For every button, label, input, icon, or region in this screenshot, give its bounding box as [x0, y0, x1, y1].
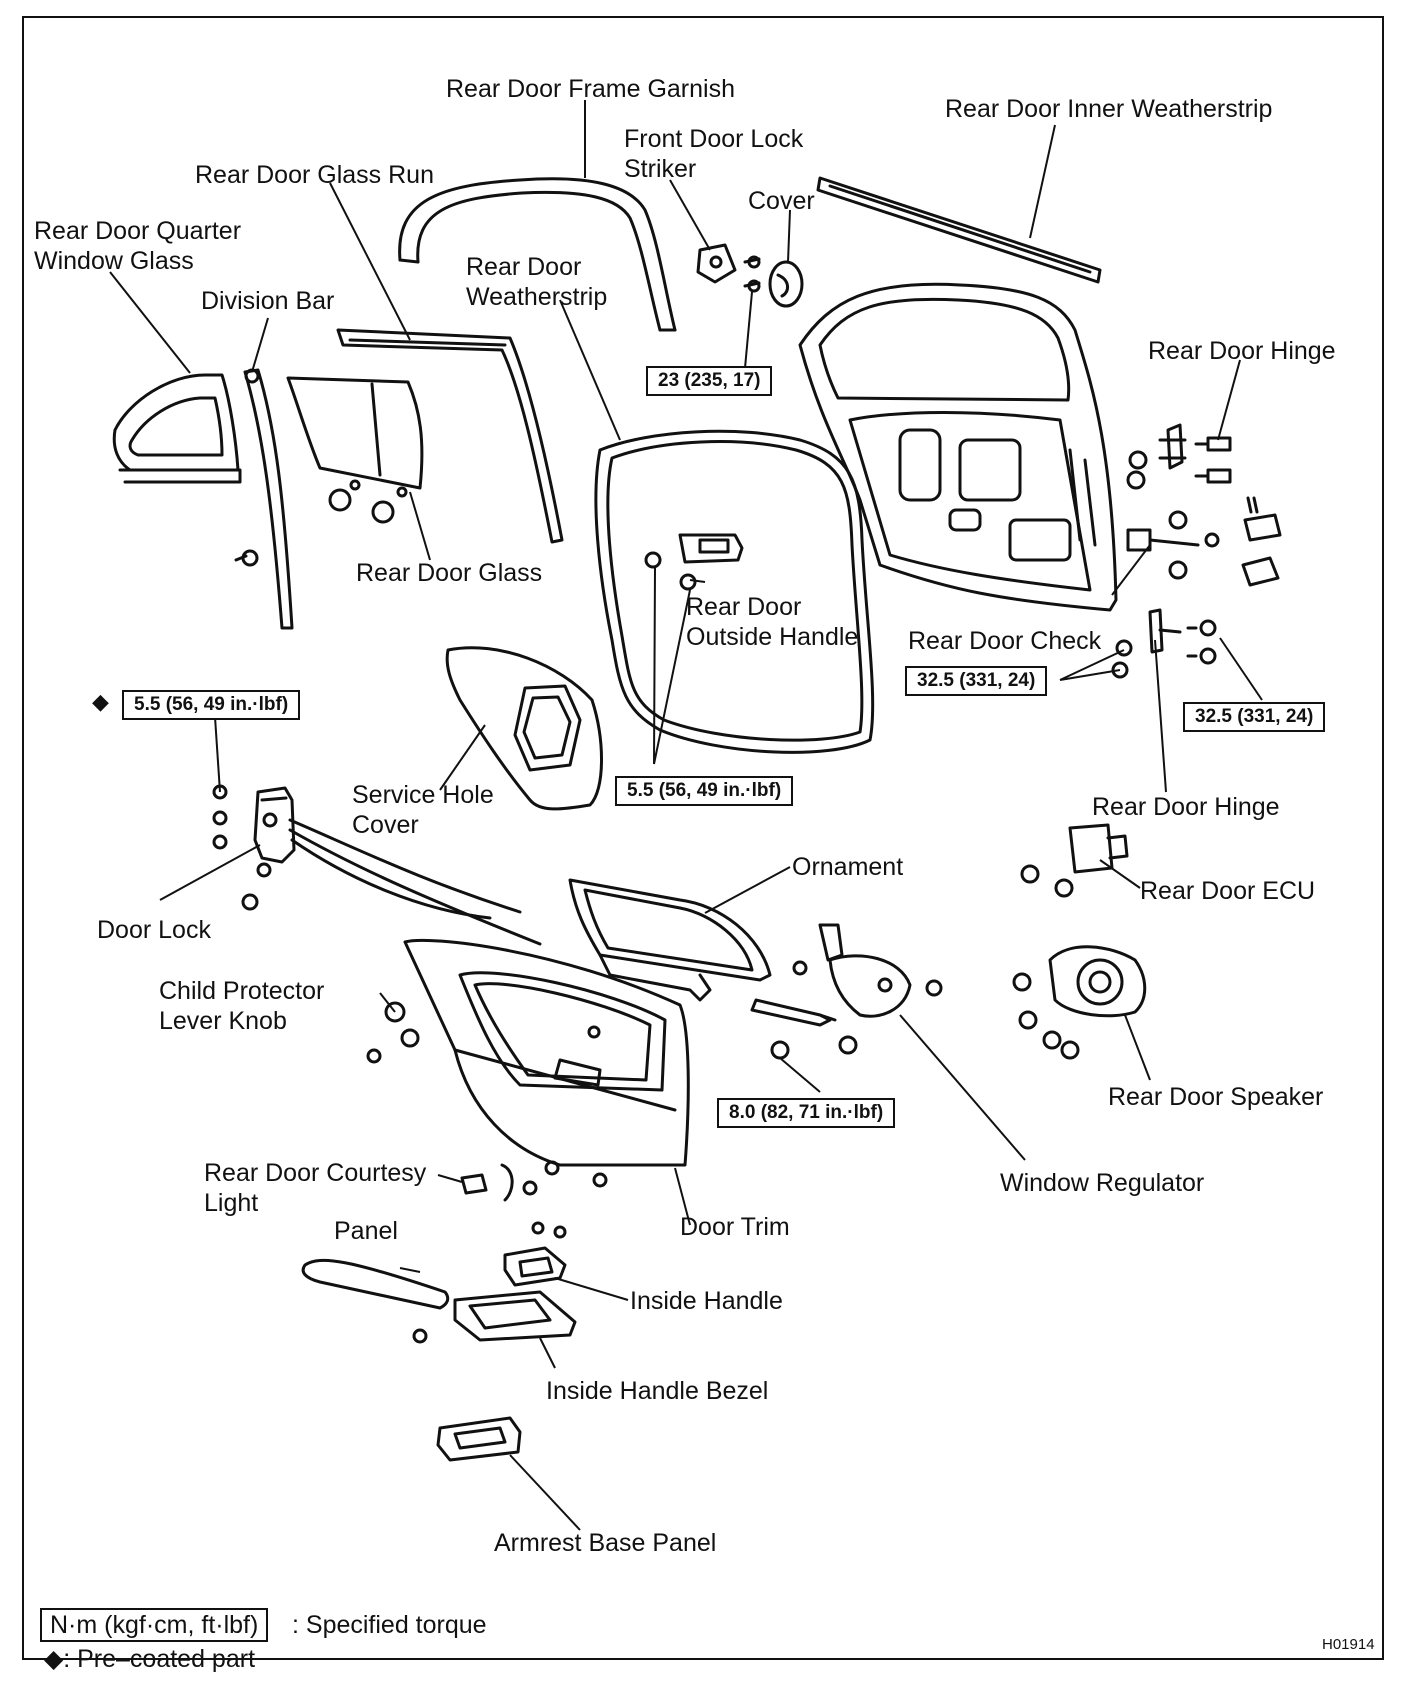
precoated-mark: ◆ — [92, 689, 109, 714]
label-door-lock: Door Lock — [97, 916, 211, 944]
torque-striker: 23 (235, 17) — [646, 366, 773, 396]
diagram-frame — [22, 16, 1384, 1660]
torque-door-lock: 5.5 (56, 49 in.·lbf) — [122, 690, 301, 720]
label-child-protector-line2: Lever Knob — [159, 1007, 287, 1035]
label-door-trim: Door Trim — [680, 1213, 790, 1241]
quarter-glass-part — [112, 373, 242, 484]
label-inside-handle-bezel: Inside Handle Bezel — [546, 1377, 769, 1405]
upper-hinge-part — [1126, 423, 1232, 490]
label-window-regulator: Window Regulator — [1000, 1169, 1205, 1197]
inside-handle-part — [503, 1221, 567, 1287]
label-frame-garnish: Rear Door Frame Garnish — [446, 75, 735, 103]
label-hinge-lower: Rear Door Hinge — [1092, 793, 1280, 821]
label-ecu: Rear Door ECU — [1140, 877, 1316, 905]
inside-handle-bezel-part — [412, 1290, 577, 1344]
torque-regulator: 8.0 (82, 71 in.·lbf) — [717, 1098, 896, 1128]
label-child-protector-line1: Child Protector — [159, 977, 325, 1005]
glass-run-part — [336, 328, 564, 544]
label-quarter-glass-line2: Window Glass — [34, 247, 194, 275]
figure-id: H01914 — [1322, 1636, 1375, 1653]
label-ornament: Ornament — [792, 853, 904, 881]
label-division-bar: Division Bar — [201, 287, 335, 315]
rear-door-shell-part — [798, 282, 1118, 612]
label-hinge-upper: Rear Door Hinge — [1148, 337, 1336, 365]
ornament-part — [568, 878, 772, 1002]
label-service-hole-line2: Cover — [352, 811, 419, 839]
frame-garnish-part — [398, 177, 677, 332]
panel-part — [301, 1258, 450, 1310]
label-speaker: Rear Door Speaker — [1108, 1083, 1324, 1111]
label-outside-handle-line2: Outside Handle — [686, 623, 859, 651]
legend-torque-text: : Specified torque — [292, 1611, 487, 1639]
weatherstrip-part — [594, 429, 875, 754]
child-protector-part — [366, 1001, 420, 1064]
door-trim-part — [403, 938, 690, 1167]
window-regulator-part — [750, 923, 943, 1060]
label-cover: Cover — [748, 187, 815, 215]
label-door-check: Rear Door Check — [908, 627, 1102, 655]
torque-check: 32.5 (331, 24) — [905, 666, 1048, 696]
label-outside-handle-line1: Rear Door — [686, 593, 802, 621]
label-glass-run: Rear Door Glass Run — [195, 161, 434, 189]
label-rear-door-glass: Rear Door Glass — [356, 559, 543, 587]
striker-part — [696, 243, 761, 293]
torque-hinge: 32.5 (331, 24) — [1183, 702, 1326, 732]
label-armrest-base-panel: Armrest Base Panel — [494, 1529, 717, 1557]
armrest-base-panel-part — [436, 1416, 522, 1462]
ecu-part — [1020, 823, 1129, 898]
label-weatherstrip-line1: Rear Door — [466, 253, 582, 281]
service-hole-cover-part — [445, 646, 603, 811]
legend-precoated-text: ◆: Pre–coated part — [44, 1645, 256, 1673]
lower-hinge-part — [1111, 608, 1217, 679]
label-striker-line1: Front Door Lock — [624, 125, 804, 153]
speaker-part — [1012, 945, 1147, 1060]
division-bar-part — [234, 368, 294, 630]
door-lock-part — [212, 784, 542, 946]
torque-outside-handle: 5.5 (56, 49 in.·lbf) — [615, 776, 794, 806]
cover-part — [768, 260, 804, 308]
label-service-hole-line1: Service Hole — [352, 781, 494, 809]
courtesy-light-part — [460, 1160, 608, 1202]
label-weatherstrip-line2: Weatherstrip — [466, 283, 608, 311]
door-check-part — [1126, 496, 1282, 587]
inner-weatherstrip-part — [816, 176, 1102, 284]
label-striker-line2: Striker — [624, 155, 697, 183]
leader-lines — [109, 100, 1263, 1531]
label-courtesy-light-line1: Rear Door Courtesy — [204, 1159, 427, 1187]
legend-torque-box: N·m (kgf·cm, ft·lbf) — [40, 1608, 269, 1642]
outside-handle-part — [644, 533, 744, 591]
label-courtesy-light-line2: Light — [204, 1189, 259, 1217]
label-inside-handle: Inside Handle — [630, 1287, 783, 1315]
rear-door-glass-part — [286, 376, 424, 524]
label-quarter-glass-line1: Rear Door Quarter — [34, 217, 242, 245]
label-inner-weatherstrip: Rear Door Inner Weatherstrip — [945, 95, 1273, 123]
label-panel: Panel — [334, 1217, 398, 1245]
